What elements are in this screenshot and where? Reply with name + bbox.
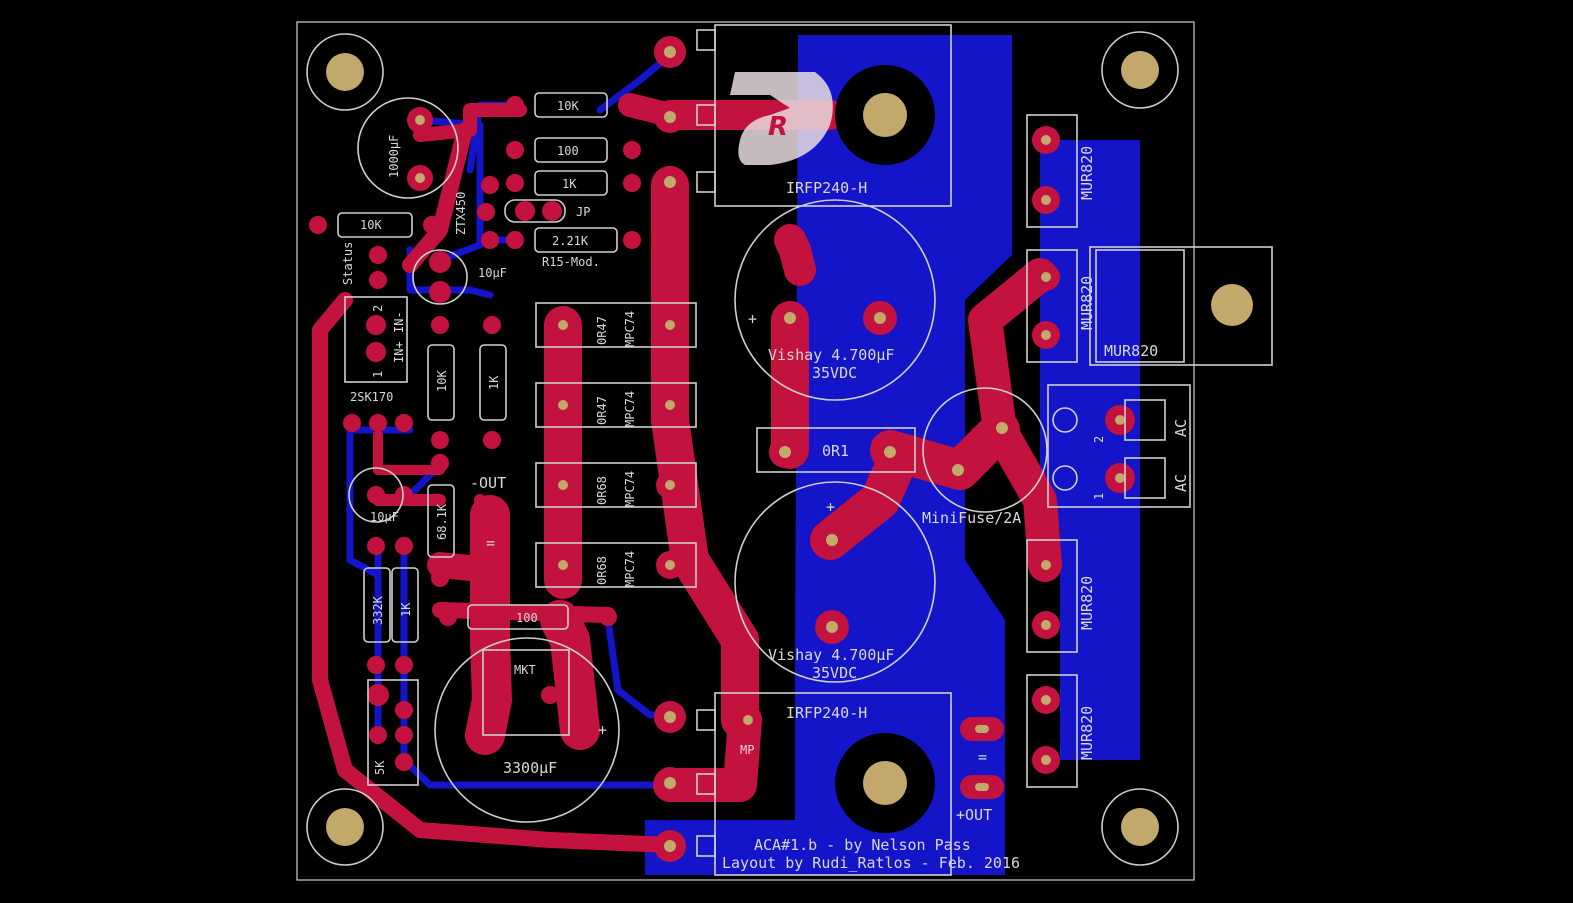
label-ac2: AC [1172,474,1190,492]
label-mpc1-type: MPC74 [623,311,637,347]
label-mpc2-val: 0R47 [595,396,609,425]
label-mpc2-type: MPC74 [623,391,637,427]
cap-pads [769,301,1018,644]
board-title-line: ACA#1.b - by Nelson Pass [754,836,971,854]
label-ac-pin1: 1 [1092,493,1106,500]
label-vishay-top-1: Vishay 4.700µF [768,346,894,364]
label-ac-pin2: 2 [1092,436,1106,443]
pads [309,36,1135,862]
label-ztx: ZTX450 [454,192,468,235]
mounting-holes [306,31,1253,866]
label-vishay-top-2: 35VDC [812,364,857,382]
label-r-1k-low: 1K [399,602,413,617]
label-mur5: MUR820 [1078,706,1096,760]
label-sk-pin1: 1 [371,371,385,378]
label-r-332k: 332K [371,595,385,625]
label-plus-c3300: + [598,721,607,739]
board-logo: R [730,72,833,165]
label-c-10u-bot: 10µF [370,510,399,524]
label-mur2: MUR820 [1078,276,1096,330]
label-r-221k: 2.21K [552,234,589,248]
q-bottom-pads [654,701,762,862]
label-mp: MP [740,743,754,757]
board-credit-line: Layout by Rudi_Ratlos - Feb. 2016 [722,854,1020,872]
label-fuse: MiniFuse/2A [922,509,1021,527]
label-r15mod: R15-Mod. [542,255,600,269]
label-ac1: AC [1172,419,1190,437]
label-c-1000: 1000µF [387,135,401,178]
label-mur3: MUR820 [1104,342,1158,360]
label-r-10k-top: 10K [557,99,579,113]
label-plus-c1: + [748,310,757,328]
label-r-1k-top: 1K [562,177,577,191]
mpc-pads [549,311,684,579]
label-r-10k-v: 10K [435,370,449,392]
label-mpc4-val: 0R68 [595,556,609,585]
bottom-copper-layer [346,35,1140,875]
label-jp: JP [576,205,590,219]
label-vishay-bot-1: Vishay 4.700µF [768,646,894,664]
label-minus-out: -OUT [470,474,506,492]
label-mpc3-val: 0R68 [595,476,609,505]
label-vishay-bot-2: 35VDC [812,664,857,682]
label-mpc4-type: MPC74 [623,551,637,587]
label-mur1: MUR820 [1078,146,1096,200]
label-eq-minus-out: = [486,534,495,552]
label-r-100-low: 100 [516,611,538,625]
plus-out-pads [960,717,1004,799]
label-r-100-top: 100 [557,144,579,158]
label-status: Status [341,242,355,285]
label-plus-out: +OUT [956,806,992,824]
label-c-3300: 3300µF [503,759,557,777]
label-q-bottom: IRFP240-H [786,704,867,722]
label-r-1k-v: 1K [487,375,501,390]
label-r-0r1: 0R1 [822,442,849,460]
label-r-681k: 68.1K [435,503,449,540]
label-sk-in-minus: IN- [392,311,406,333]
label-plus-c2: + [826,498,835,516]
label-mpc3-type: MPC74 [623,471,637,507]
silkscreen-text: IRFP240-H IRFP240-H 10K 100 1K JP 2.21K … [341,99,1190,872]
label-mur4: MUR820 [1078,576,1096,630]
silkscreen-outlines [337,24,1273,876]
label-r-10k-left: 10K [360,218,382,232]
logo-letter: R [768,112,788,142]
label-sk-in-plus: IN+ [392,341,406,363]
label-pot-5k: 5K [373,760,387,775]
label-mkt: MKT [514,663,536,677]
label-c-10u-top: 10µF [478,266,507,280]
label-mpc1-val: 0R47 [595,316,609,345]
q-top-pads [654,36,686,198]
label-eq-plus-out: = [978,748,987,766]
label-q-top: IRFP240-H [786,179,867,197]
label-sk170: 2SK170 [350,390,393,404]
label-sk-pin2: 2 [371,305,385,312]
mur-pads [1032,126,1135,774]
